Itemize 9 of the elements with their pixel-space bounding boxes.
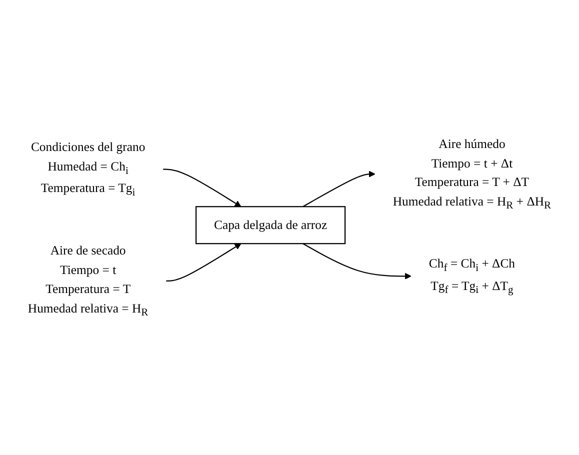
arrow [302,170,376,208]
node-text: Ch$_{f}$ = Ch$_{i}$ + ΔCh Tg$_{f}$ = Tg$_{i}$ + ΔT$_{g}$ [428,256,516,296]
arrow [302,243,412,280]
arrow [163,168,242,207]
node-box: Capa delgada de arroz [195,206,346,244]
arrow [166,243,242,282]
node-text: Aire de secado Tiempo = t Temperatura = T Humedad relativa = H$_{R}$ [28,244,148,318]
node-text: Aire húmedo Tiempo = t + Δt Temperatura = T + ΔT Humedad relativa = H$_{R}$ + ΔH$_{R}$ [392,136,552,212]
node-text: Condiciones del grano Humedad = Ch$_{i}$ Temperatura = Tg$_{i}$ [30,140,146,199]
